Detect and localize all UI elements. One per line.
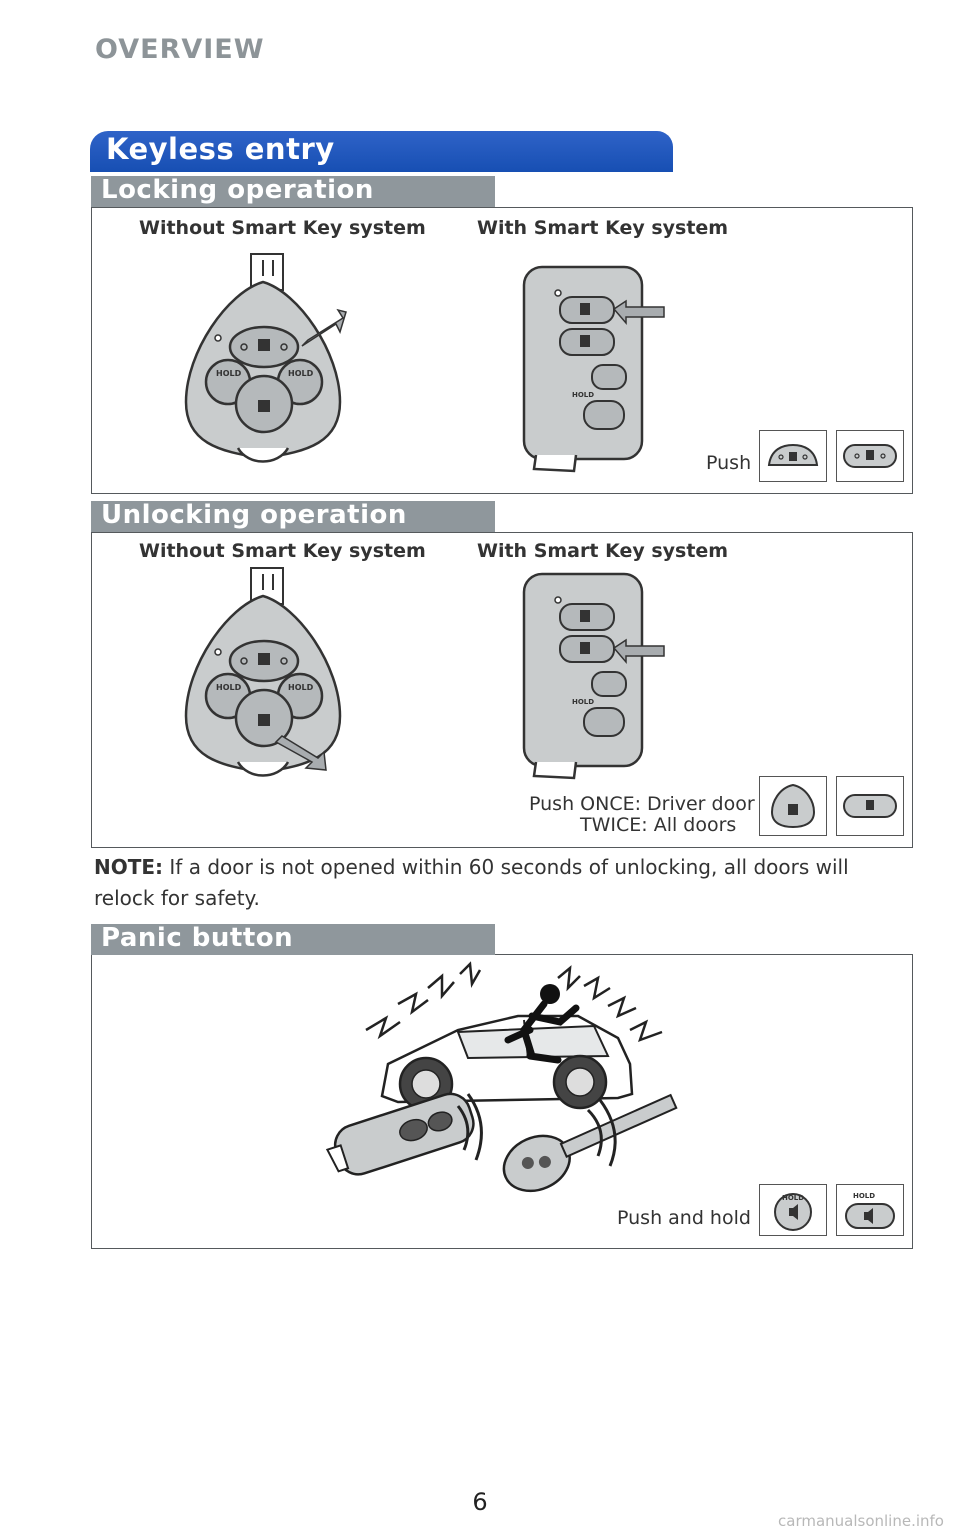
hold-label: HOLD [782, 1194, 804, 1202]
lock-button-standard-key [759, 430, 827, 482]
hold-label: HOLD [572, 391, 594, 399]
locking-col-without: Without Smart Key system [139, 217, 426, 239]
unlocking-instruction-twice: TWICE: All doors [580, 814, 737, 836]
unlocking-instruction-once: Push ONCE: Driver door [529, 793, 755, 815]
panic-instruction: Push and hold [617, 1207, 751, 1229]
lock-button-smart-key [836, 430, 904, 482]
panic-button-smart-key: HOLD [836, 1184, 904, 1236]
standard-key-fob-illustration: HOLD HOLD [178, 252, 348, 470]
speaker-icon: HOLD [845, 1192, 895, 1229]
unlocking-title: Unlocking operation [101, 500, 407, 530]
lock-icon [767, 443, 819, 466]
speaker-icon: HOLD [774, 1193, 812, 1231]
locking-instruction: Push [706, 452, 752, 474]
unlocking-header: Unlocking operation [91, 500, 495, 532]
unlock-button-smart-key [836, 776, 904, 836]
lock-icon [843, 444, 897, 468]
unlock-icon [843, 794, 897, 818]
standard-key-fob-illustration: HOLD HOLD [178, 566, 348, 788]
keyless-entry-title: Keyless entry [106, 132, 335, 166]
watermark: carmanualsonline.info [778, 1512, 944, 1530]
unlock-button-standard-key [759, 776, 827, 836]
car-alarm-illustration [318, 960, 688, 1220]
keyless-entry-header: Keyless entry [90, 131, 673, 172]
unlock-icon [770, 783, 816, 829]
note-text: If a door is not opened within 60 second… [94, 855, 849, 910]
hold-label: HOLD [288, 683, 314, 692]
panic-button-standard-key: HOLD [759, 1184, 827, 1236]
safety-note: NOTE: If a door is not opened within 60 … [94, 852, 884, 914]
hold-label: HOLD [288, 369, 314, 378]
unlocking-col-without: Without Smart Key system [139, 540, 426, 562]
unlocking-col-with: With Smart Key system [477, 540, 729, 562]
locking-title: Locking operation [101, 175, 374, 205]
locking-header: Locking operation [91, 175, 495, 207]
panic-header: Panic button [91, 923, 495, 955]
section-title: OVERVIEW [95, 34, 265, 65]
hold-label: HOLD [216, 683, 242, 692]
hold-label: HOLD [216, 369, 242, 378]
hold-label: HOLD [853, 1192, 875, 1200]
locking-col-with: With Smart Key system [477, 217, 729, 239]
smart-key-illustration: HOLD [516, 572, 676, 790]
note-label: NOTE: [94, 855, 164, 879]
page-number: 6 [472, 1488, 488, 1516]
smart-key-illustration: HOLD [516, 265, 676, 483]
hold-label: HOLD [572, 698, 594, 706]
panic-title: Panic button [101, 923, 294, 953]
